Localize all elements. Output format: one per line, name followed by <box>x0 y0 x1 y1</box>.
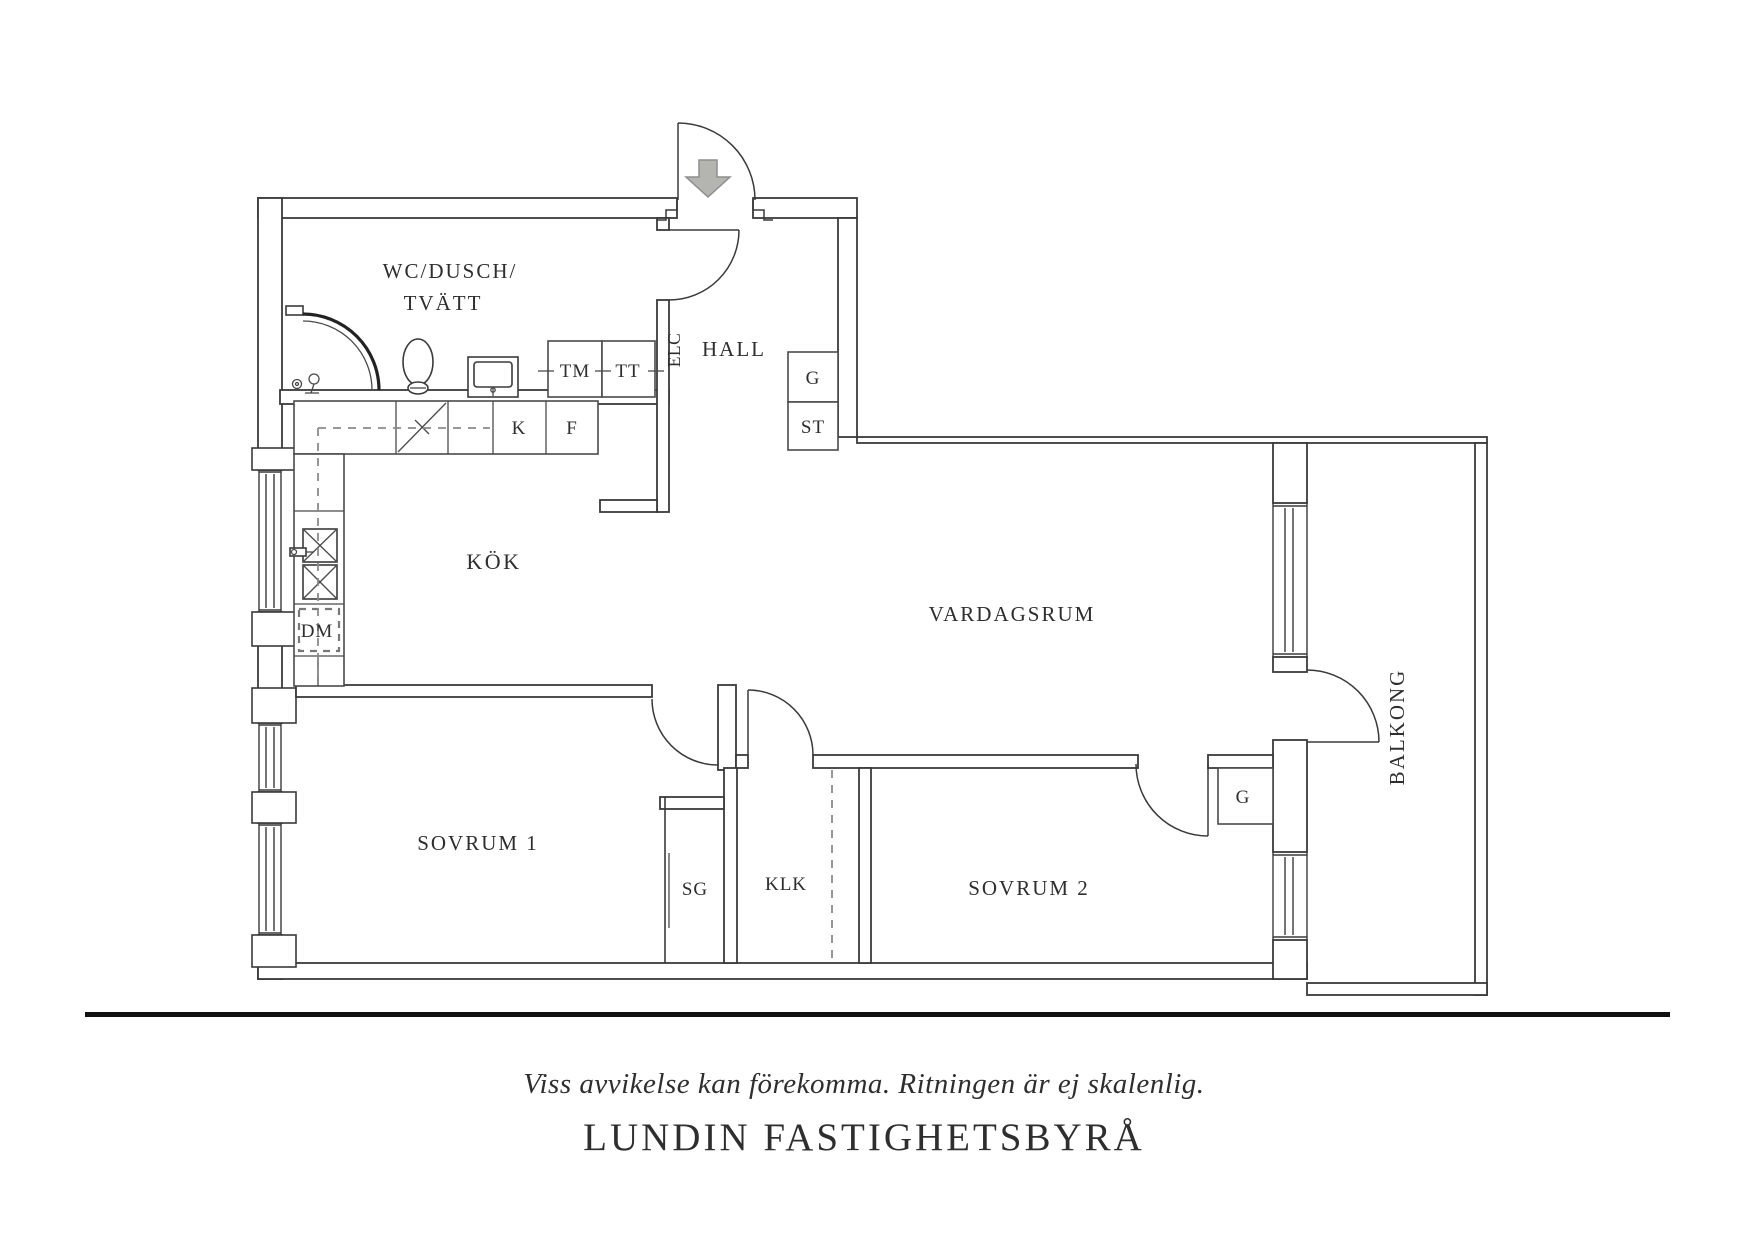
pier-3 <box>251 687 297 724</box>
kitchen-sink-icon <box>289 528 338 600</box>
doors <box>651 122 1380 837</box>
sovrum2-west-wall <box>858 767 872 964</box>
washer-box <box>547 340 603 398</box>
label-g-hall: G <box>806 368 821 389</box>
west-wall-piers <box>251 447 297 968</box>
cabinets <box>289 340 1274 825</box>
dryer-box <box>601 340 656 398</box>
label-f: F <box>566 418 578 439</box>
separator-line <box>85 1012 1670 1017</box>
klk-north-jamb <box>735 754 749 769</box>
windows <box>258 470 1308 940</box>
east-wall-c <box>1272 739 1308 853</box>
corridor-stub-wall <box>717 684 737 771</box>
label-hall: HALL <box>702 337 766 361</box>
pier-4 <box>251 791 297 824</box>
label-elc: ELC <box>664 333 684 368</box>
label-tt: TT <box>615 361 640 382</box>
klk-door <box>747 689 814 756</box>
label-vardagsrum: VARDAGSRUM <box>929 602 1096 626</box>
west-wall-a <box>257 197 283 471</box>
east-wall-d <box>1272 939 1308 980</box>
bathroom-fixtures <box>285 305 519 398</box>
label-tm: TM <box>560 361 591 382</box>
sovrum2-north-wall-right <box>1207 754 1274 769</box>
label-sovrum1: SOVRUM 1 <box>417 831 539 855</box>
sovrum1-door <box>651 698 719 766</box>
toilet-icon <box>402 338 434 395</box>
label-dm: DM <box>301 621 334 642</box>
label-klk: KLK <box>765 874 807 895</box>
pier-5 <box>251 934 297 968</box>
bathroom-sink-icon <box>467 356 519 398</box>
sovrum2-north-wall <box>812 754 1139 769</box>
dashed-lines <box>317 427 833 960</box>
pier-2 <box>251 611 297 647</box>
label-balkong: BALKONG <box>1385 669 1409 786</box>
label-wc-line2: TVÄTT <box>404 291 483 315</box>
closet-st-hall <box>787 401 839 451</box>
window-sovrum1-a <box>258 723 282 792</box>
window-kok <box>258 470 282 612</box>
sovrum2-door <box>1135 763 1209 837</box>
east-wall-a <box>1272 442 1308 504</box>
wc-east-jamb <box>656 217 670 231</box>
pier-1 <box>251 447 297 471</box>
stove-tick <box>414 419 430 435</box>
north-wall-east <box>856 436 1488 444</box>
wc-east-wall <box>656 299 670 513</box>
label-sovrum2: SOVRUM 2 <box>968 876 1090 900</box>
label-kok: KÖK <box>466 549 521 574</box>
exterior-walls <box>257 197 1488 996</box>
label-wc-line1: WC/DUSCH/ <box>383 259 518 283</box>
top-wall-left <box>257 197 678 219</box>
footer-disclaimer: Viss avvikelse kan förekomma. Ritningen … <box>523 1068 1204 1100</box>
south-wall <box>257 962 1308 980</box>
sg-north-wall <box>659 796 725 810</box>
sovrum1-north-wall <box>295 684 653 698</box>
hall-east-wall <box>837 217 858 438</box>
klk-west-wall <box>723 767 738 964</box>
kitchen-stub-wall <box>599 499 658 513</box>
entrance-arrow-icon <box>684 159 732 199</box>
dishwasher-box <box>297 607 341 653</box>
label-k: K <box>512 418 527 439</box>
entrance-door <box>657 122 773 221</box>
balcony-rail-right <box>1474 442 1488 996</box>
wc-door <box>668 229 740 301</box>
shower-icon <box>285 305 381 394</box>
top-wall-right <box>752 197 858 219</box>
window-sovrum2 <box>1272 852 1308 940</box>
label-g-sovrum2: G <box>1236 787 1251 808</box>
label-sg: SG <box>682 879 708 900</box>
window-vardagsrum <box>1272 503 1308 657</box>
footer: Viss avvikelse kan förekomma. Ritningen … <box>523 1068 1204 1159</box>
balcony-door <box>1306 669 1380 743</box>
window-sovrum1-b <box>258 823 282 935</box>
east-wall-b <box>1272 656 1308 673</box>
label-st: ST <box>801 417 825 438</box>
room-labels: WC/DUSCH/ TVÄTT ELC HALL TM TT G ST K F … <box>301 259 1409 900</box>
balcony-rail-bottom <box>1306 982 1488 996</box>
footer-brand: LUNDIN FASTIGHETSBYRÅ <box>583 1116 1145 1159</box>
closet-g-sovrum2 <box>1217 767 1274 825</box>
